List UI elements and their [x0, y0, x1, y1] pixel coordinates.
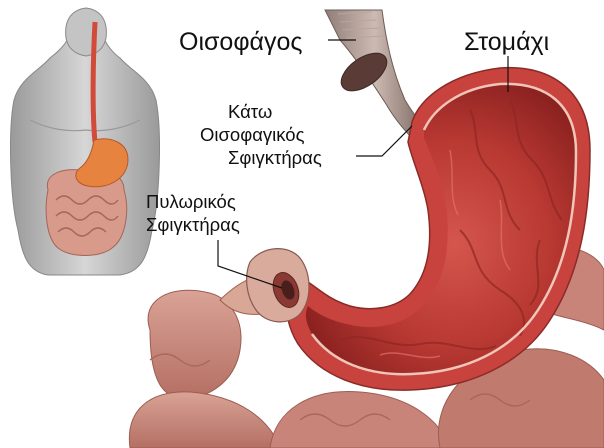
les-leader-line — [356, 126, 412, 156]
esophagus-tube — [325, 10, 424, 140]
les-label-line-3: Σφιγκτήρας — [200, 146, 322, 169]
esophagus-label: Οισοφάγος — [179, 28, 302, 57]
stomach-label: Στομάχι — [464, 28, 549, 57]
human-torso-figure — [11, 8, 160, 275]
pyloric-duodenum — [247, 249, 309, 322]
pyloric-label-line-2: Σφιγκτήρας — [146, 213, 240, 236]
les-label-line-1: Κάτω — [200, 100, 322, 123]
pyloric-label-line-1: Πυλωρικός — [146, 190, 240, 213]
stomach-illustration — [286, 68, 590, 391]
les-label-line-2: Οισοφαγικός — [200, 123, 322, 146]
les-label: Κάτω Οισοφαγικός Σφιγκτήρας — [200, 100, 322, 169]
pyloric-label: Πυλωρικός Σφιγκτήρας — [146, 190, 240, 236]
